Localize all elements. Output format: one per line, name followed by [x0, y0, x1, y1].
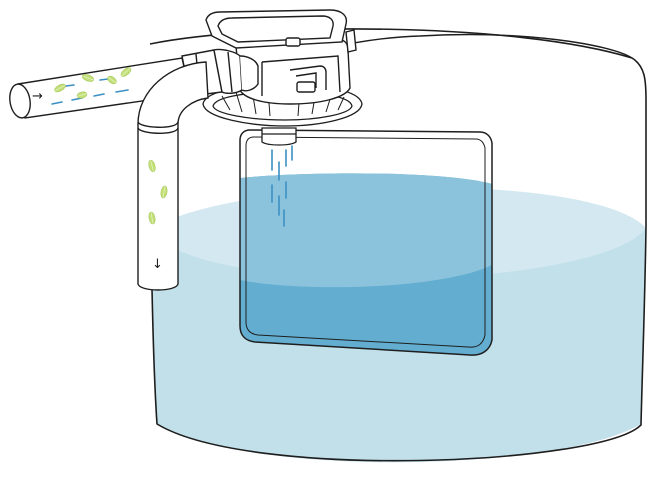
inner-chamber-water-surface	[240, 173, 492, 287]
inner-chamber	[240, 130, 492, 355]
flow-arrow-icon: ↓	[152, 257, 163, 272]
flow-arrow-icon: →	[32, 89, 43, 104]
filter-outlet	[262, 128, 296, 145]
